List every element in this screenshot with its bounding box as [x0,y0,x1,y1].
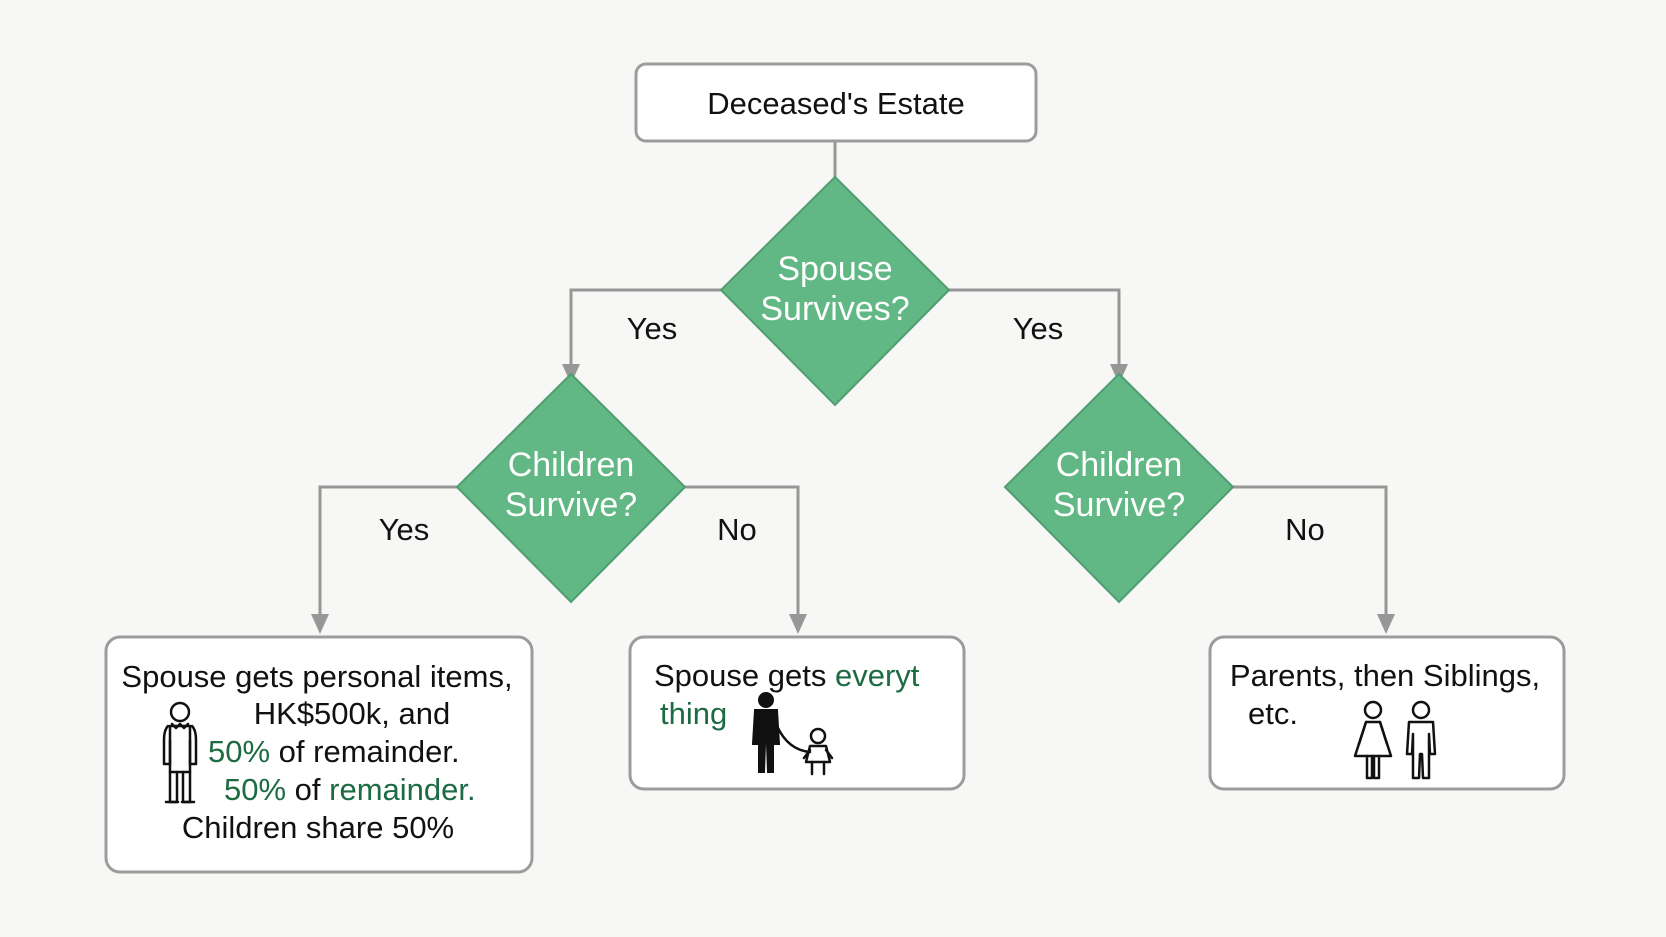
outcome-left-line1: Spouse gets personal items, [121,659,512,694]
decision-children-left-line1: Children [508,446,635,484]
edge-label-children-left-no: No [717,512,757,547]
connector-children-left-yes [318,485,459,616]
outcome-spouse-and-children: Spouse gets personal items, HK$500k, and… [104,635,534,874]
connectors [311,141,1395,634]
edge-label-children-left-yes: Yes [379,512,430,547]
root-node: Deceased's Estate [634,62,1038,143]
outcome-left-line2: HK$500k, and [254,696,450,731]
decision-children-right-line1: Children [1056,446,1183,484]
edge-label-spouse-yes-left: Yes [627,311,678,346]
decision-children-left: Children Survive? [455,372,687,604]
decision-spouse-line1: Spouse [777,250,892,288]
arrowhead-box-left [311,614,329,634]
outcome-left-line5: Children share 50% [182,810,454,845]
arrowhead-box-middle [789,614,807,634]
decision-children-left-line2: Survive? [505,486,637,524]
edge-label-spouse-yes-right: Yes [1013,311,1064,346]
person-icon [162,701,198,804]
decision-children-right: Children Survive? [1003,372,1235,604]
decision-spouse-line2: Survives? [760,290,909,328]
connector-spouse-right [946,288,1121,366]
outcome-middle-line1: Spouse gets everyt [654,658,920,693]
outcome-left-line4: 50% of remainder. [224,772,476,807]
decision-spouse-survives: Spouse Survives? [719,175,951,407]
connector-children-right-no [1231,485,1388,616]
adult-child-icon [751,692,834,776]
outcome-left-line3: 50% of remainder. [208,734,460,769]
connector-spouse-left [569,288,724,366]
woman-icon [1353,700,1393,780]
edge-label-children-right-no: No [1285,512,1325,547]
man-icon [1405,700,1437,780]
outcome-middle-line2: thing [660,696,727,731]
outcome-spouse-only: Spouse gets everyt thing [628,635,966,791]
outcome-right-line2: etc. [1248,696,1298,731]
connector-children-left-no [682,485,800,616]
arrowhead-box-right [1377,614,1395,634]
outcome-right-line1: Parents, then Siblings, [1230,658,1540,693]
root-label: Deceased's Estate [707,86,965,121]
decision-children-right-line2: Survive? [1053,486,1185,524]
outcome-parents-siblings: Parents, then Siblings, etc. [1208,635,1566,791]
